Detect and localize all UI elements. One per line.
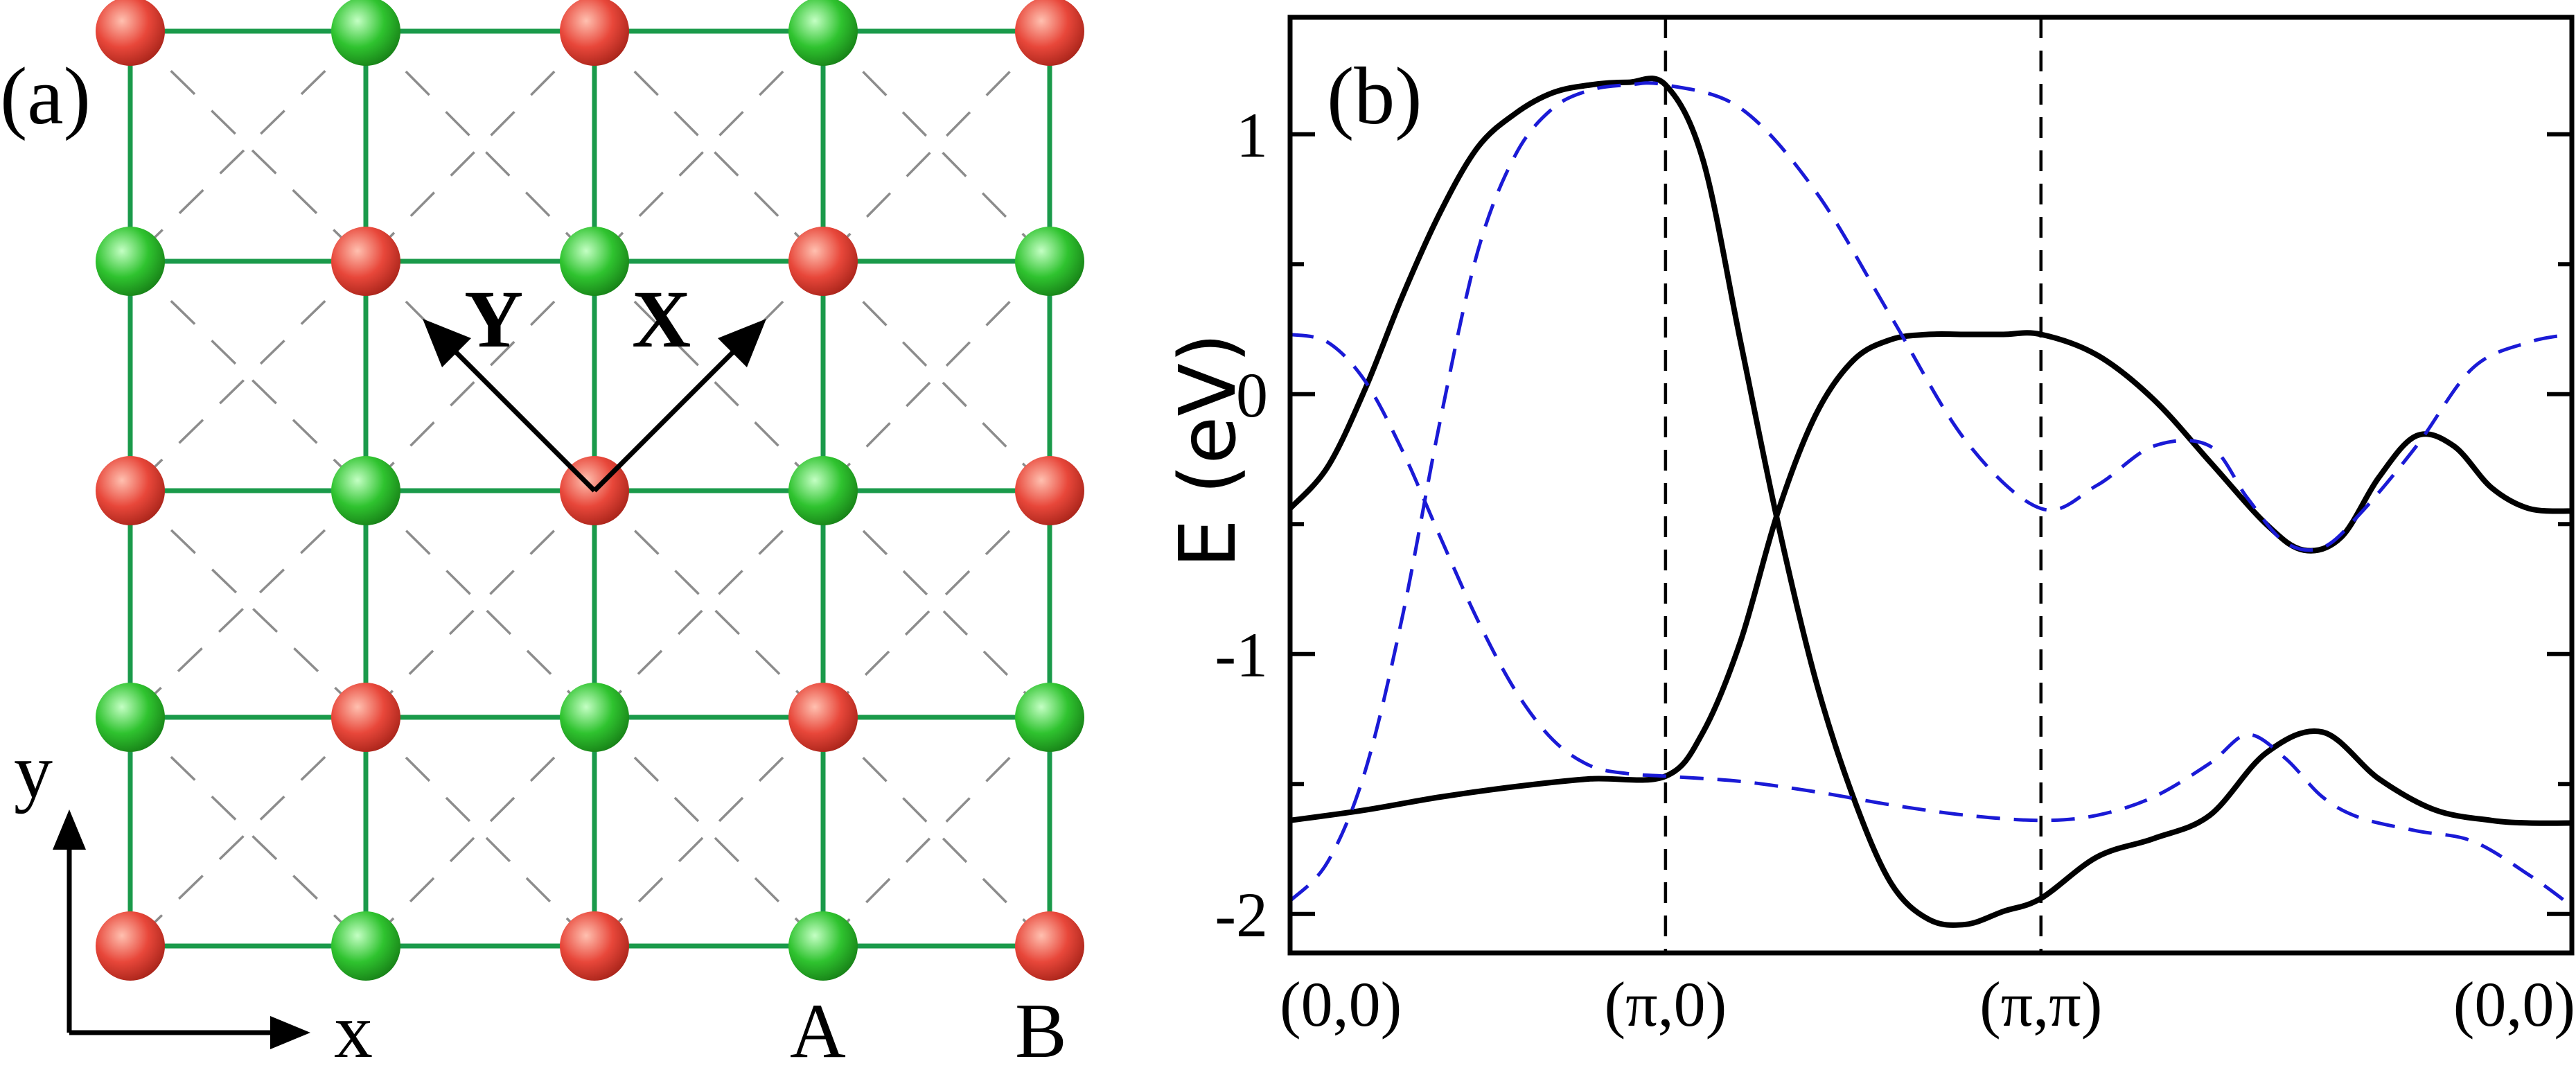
high-symmetry-lines (1664, 17, 2043, 953)
dashed-diagonal-bond (822, 489, 1051, 719)
sublattice-a-label: A (790, 988, 846, 1074)
y-vector-arrowhead (423, 319, 471, 367)
x-axis-arrowhead (270, 1016, 310, 1049)
dashed-diagonal-bond (822, 260, 1051, 492)
red-atom (331, 227, 400, 296)
y-vector-line (441, 338, 597, 493)
x-tick-label: (0,0) (1280, 969, 1402, 1040)
dashed-diagonal-bond (129, 489, 367, 719)
solid-band-2 (1289, 330, 2573, 823)
panel-a-label: (a) (0, 51, 91, 141)
solid-band-1 (1288, 76, 2573, 928)
band-series (1288, 76, 2573, 928)
dashed-diagonal-bond (822, 489, 1051, 719)
plot-frame (1287, 15, 2575, 956)
dashed-diagonal-bond (364, 716, 596, 947)
green-atom (331, 0, 400, 66)
dashed-diagonal-bond (593, 489, 824, 719)
red-atom (96, 911, 165, 981)
green-atom (331, 911, 400, 981)
x-ticks: (0,0) (π,0) (π,π) (0,0) (1280, 969, 2575, 1040)
dashed-diagonal-bond (129, 716, 367, 947)
green-atom (96, 683, 165, 752)
x-tick-label: (π,0) (1605, 969, 1727, 1040)
y-tick-label: 1 (1236, 100, 1268, 170)
x-tick-label: (π,π) (1979, 969, 2102, 1040)
x-vector-label: X (632, 274, 691, 365)
y-tick-label: -1 (1215, 620, 1268, 690)
y-axis-label: E (eV) (1163, 333, 1253, 568)
red-atom (1015, 0, 1084, 66)
green-atom (331, 456, 400, 525)
red-atom (788, 227, 858, 296)
lattice-panel: Y X y x (a) A B (0, 0, 1084, 1074)
x-vector-arrowhead (718, 319, 766, 367)
red-atom (1015, 456, 1084, 525)
lattice-atoms (96, 0, 1084, 981)
green-atom (1015, 683, 1084, 752)
y-tick-label: 0 (1236, 360, 1268, 430)
red-atom (331, 683, 400, 752)
red-atom (1015, 911, 1084, 981)
dashed-diagonal-bond (822, 716, 1051, 947)
dashed-diagonal-bond (593, 716, 824, 947)
red-atom (560, 911, 629, 981)
green-atom (788, 911, 858, 981)
green-atom (560, 683, 629, 752)
dashed-band-3 (1289, 81, 2573, 902)
dashed-diagonal-bond (822, 260, 1051, 492)
dashed-diagonal-bond (364, 489, 596, 719)
dashed-diagonal-bond (822, 716, 1051, 947)
y-vector-label: Y (464, 274, 523, 365)
panel-b-label: (b) (1327, 51, 1422, 141)
green-atom (560, 227, 629, 296)
dashed-diagonal-bond (593, 716, 824, 947)
x-vector-line (592, 338, 748, 493)
band-structure-chart: -2 -1 0 1 (0,0) (π,0) (π,π) (0,0) (b) E (eV) (1163, 15, 2575, 1040)
red-atom (96, 0, 165, 66)
dashed-diagonal-bond (364, 716, 596, 947)
sublattice-b-label: B (1015, 988, 1067, 1074)
dashed-diagonal-bond (129, 489, 367, 719)
dashed-diagonal-bond (129, 716, 367, 947)
dashed-diagonal-bond (593, 489, 824, 719)
green-atom (96, 227, 165, 296)
dashed-diagonal-bond (364, 489, 596, 719)
red-atom (788, 683, 858, 752)
cartesian-y-label: y (14, 728, 53, 814)
y-ticks: -2 -1 0 1 (1215, 100, 2572, 950)
x-tick-label: (0,0) (2453, 969, 2575, 1040)
dashed-diagonal-bond (822, 30, 1051, 263)
rotated-axes: Y X (423, 274, 766, 493)
y-axis-arrowhead (53, 809, 86, 850)
green-atom (788, 0, 858, 66)
green-atom (788, 456, 858, 525)
red-atom (96, 456, 165, 525)
red-atom (560, 0, 629, 66)
y-tick-label: -2 (1215, 879, 1268, 950)
cartesian-axes: y x (14, 728, 373, 1074)
cartesian-x-label: x (334, 988, 373, 1074)
dashed-diagonal-bond (822, 30, 1051, 263)
dashed-band-4 (1289, 333, 2573, 908)
green-atom (1015, 227, 1084, 296)
